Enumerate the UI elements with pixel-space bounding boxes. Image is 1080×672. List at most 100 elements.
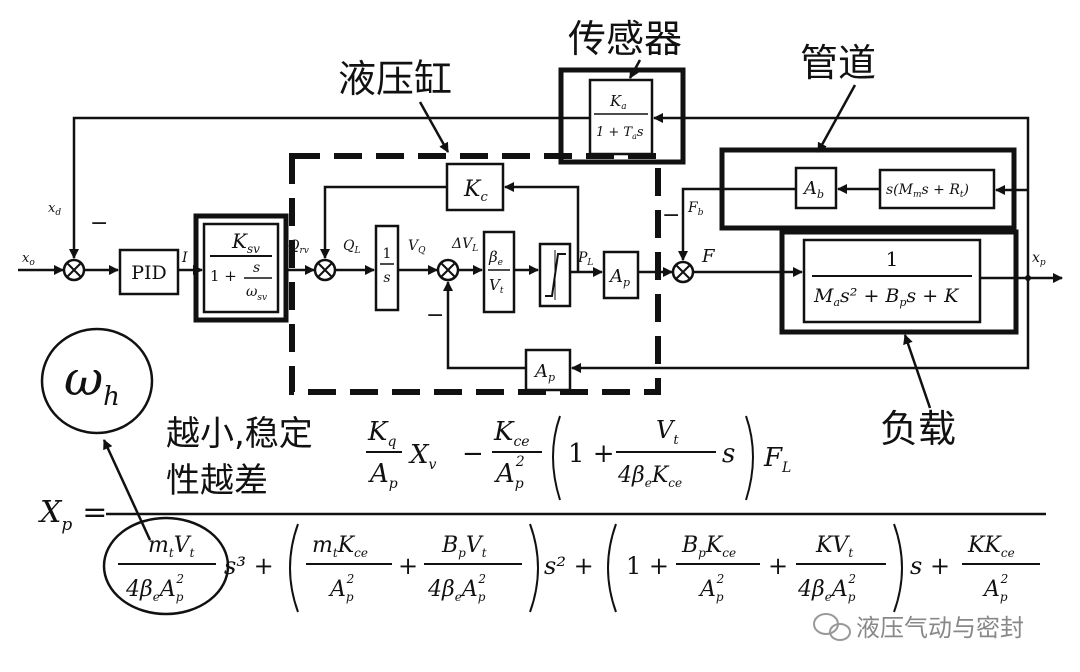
bulk-modulus-block [482,230,516,314]
sensor-block [588,78,654,156]
load-den: Mas² + Bps + K [813,285,960,309]
valve-numerator: Ksv [231,229,260,256]
sum-junction-flow [313,258,337,282]
signal-xp: xp [1032,250,1046,268]
cylinder-pointer [418,101,450,153]
svg-text:s +: s + [910,552,950,580]
be-num: βe [488,248,503,268]
load-frame [779,229,1019,335]
svg-text:BpVt: BpVt [441,533,487,560]
sensor-num: Ka [609,92,627,112]
load-callout: 负载 [880,407,956,451]
signal-qv: Qrv [288,238,309,256]
wire-kc-in [504,182,580,272]
signal-xo: xo [22,251,35,268]
svg-text:Ap2: Ap2 [494,454,525,492]
pipe-tf-block [878,168,996,210]
signal-f: F [701,246,716,267]
pipe-callout: 管道 [800,41,876,85]
servo-valve-block [202,222,280,314]
svg-text:KKce: KKce [967,533,1015,560]
signal-xd: xd [48,201,61,218]
sensor-frame [558,67,686,165]
integrator-num: 1 [383,246,392,262]
svg-text:s: s [722,439,735,469]
omega-symbol: ωh [64,351,120,412]
svg-text:4βeKce: 4βeKce [617,463,682,490]
pipe-tf-label: s(Mms + Rt) [886,182,969,200]
wire-ap-fb-sum [443,281,526,370]
cylinder-region [289,153,661,395]
svg-text:Ap2: Ap2 [698,572,724,604]
wire-kc-out [320,185,447,259]
signal-vq: VQ [408,238,426,256]
be-den: Vt [489,276,504,296]
svg-text:+: + [768,552,788,580]
minus-bottom: − [426,303,444,328]
sum-junction-input [62,258,86,282]
omega-note-2: 性越差 [166,461,268,501]
sum-junction-volume [436,258,460,282]
svg-text:4βeAp2: 4βeAp2 [427,572,486,604]
svg-text:KVt: KVt [815,533,853,560]
signal-i: I [181,250,188,266]
watermark: 液压气动与密封 [813,613,1024,642]
svg-text:Vt: Vt [656,416,679,448]
eq-highlight-circle [102,516,230,616]
wire-sensor-in [653,113,1030,278]
sensor-callout: 传感器 [568,17,682,61]
ap-feedback-block [524,348,572,392]
wire-velocity-fb [571,278,1030,373]
svg-text:Ap2: Ap2 [328,572,354,604]
integrator-den: s [383,270,390,286]
valve-denominator: 1 + [210,267,237,285]
minus-xd: − [90,211,108,236]
svg-text:mtKce: mtKce [312,533,368,560]
signal-ql: QL [343,238,360,256]
pipe-ab-label: Ab [802,178,824,201]
signal-fb: Fb [687,200,704,218]
svg-text:s² +: s² + [544,552,594,580]
svg-text:s³ +: s³ + [224,552,274,580]
ap-forward-label: Ap [608,266,630,289]
valve-den-omega: ωsv [246,284,267,303]
load-num: 1 [886,247,899,271]
integrator-block [374,224,400,312]
svg-text:Xv: Xv [408,440,437,473]
svg-text:Kq: Kq [367,417,396,450]
sensor-den: 1 + Tas [596,125,644,141]
svg-text:Ap: Ap [368,459,398,492]
wire-pipe-out [678,187,796,261]
wechat-icon [813,613,851,641]
load-pointer [903,334,932,409]
kc-block [445,162,505,212]
sum-junction-force [671,260,695,284]
signal-pl: PL [577,250,593,268]
svg-text:Kce: Kce [493,417,530,450]
cylinder-callout: 液压缸 [338,57,452,101]
omega-pointer [102,439,152,541]
svg-text:Ap2: Ap2 [982,572,1008,604]
svg-text:1 +: 1 + [568,439,615,469]
minus-fb: − [662,203,680,228]
load-block [802,238,982,324]
wire-sensor-out [69,116,590,259]
pid-label: PID [131,262,167,284]
pid-block [118,248,180,296]
svg-text:−: − [462,439,484,469]
eq-numerator: Kq Ap Xv − Kce Ap2 1 + Vt 4βeKce s FL [366,415,791,501]
omega-circle [40,327,154,435]
eq-denominator: mtVt 4βeAp2 s³ + mtKce Ap2 + BpVt 4βeAp2… [102,516,1040,616]
watermark-text: 液压气动与密封 [856,614,1024,642]
valve-den-s: s [253,260,260,276]
kc-label: Kc [463,177,488,205]
eq-lhs: Xp= [38,495,107,535]
signal-dv: ΔVL [451,236,478,254]
svg-text:4βeAp2: 4βeAp2 [797,572,856,604]
ap-feedback-label: Ap [533,361,555,384]
svg-text:+: + [398,552,418,580]
svg-text:FL: FL [763,443,791,476]
svg-text:1 +: 1 + [626,552,669,580]
omega-note-1: 越小,稳定 [166,414,313,454]
